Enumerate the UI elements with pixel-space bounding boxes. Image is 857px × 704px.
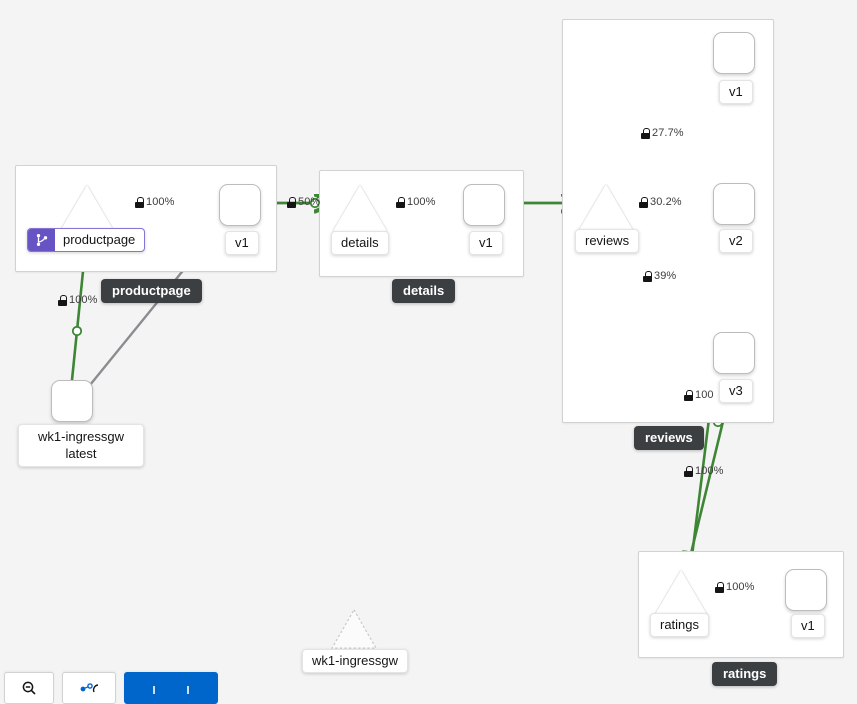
group-chip-reviews[interactable]: reviews: [634, 426, 704, 450]
edge-label-reviews-to-v2: 30.2%: [639, 196, 682, 208]
node-label-reviews-service: reviews: [575, 229, 640, 253]
edge-label-productpage-service-to-v1: 100%: [135, 196, 175, 208]
service-triangle-icon: [60, 185, 114, 231]
service-triangle-ghost-icon: [331, 609, 377, 649]
mtls-lock-icon: [58, 294, 67, 306]
node-details-v1[interactable]: [463, 184, 505, 226]
node-label-productpage-service[interactable]: productpage: [27, 228, 146, 252]
node-productpage-service[interactable]: [60, 185, 114, 233]
edge-label-ratings-service-to-v1: 100%: [715, 581, 755, 593]
node-label-ratings-service: ratings: [650, 613, 710, 637]
edge-label-reviews-to-v1: 27.7%: [641, 127, 684, 139]
node-label-reviews-v2: v2: [719, 229, 753, 253]
group-chip-ratings[interactable]: ratings: [712, 662, 778, 686]
node-label-productpage-v1: v1: [225, 231, 259, 255]
service-triangle-icon: [579, 184, 633, 230]
edge-label-reviews-to-v3: 39%: [643, 270, 676, 282]
node-label-wk1-ingressgw: wk1-ingressgw latest: [18, 424, 144, 467]
zoom-out-button[interactable]: [4, 672, 54, 704]
node-ratings-service[interactable]: [654, 570, 708, 618]
node-reviews-v1[interactable]: [713, 32, 755, 74]
fit-to-screen-icon: [63, 673, 115, 703]
node-drag-ghost-wk1-ingressgw[interactable]: [328, 606, 380, 657]
zoom-fit-button[interactable]: [62, 672, 116, 704]
node-productpage-v1[interactable]: [219, 184, 261, 226]
node-details-service[interactable]: [333, 185, 387, 233]
node-reviews-v3[interactable]: [713, 332, 755, 374]
group-chip-details[interactable]: details: [392, 279, 456, 303]
edge-label-reviews-v3-to-ratings: 100%: [684, 465, 724, 477]
edge-label-details-service-to-v1: 100%: [396, 196, 436, 208]
node-label-reviews-v1: v1: [719, 80, 753, 104]
graph-toolbar[interactable]: [0, 672, 218, 704]
zoom-out-icon: [5, 673, 53, 703]
primary-button-icon: [125, 673, 217, 703]
node-label-reviews-v3: v3: [719, 379, 753, 403]
service-triangle-icon: [333, 185, 387, 231]
node-reviews-v2[interactable]: [713, 183, 755, 225]
node-label-line2: latest: [65, 446, 97, 461]
mtls-lock-icon: [684, 389, 693, 401]
node-label-details-service: details: [331, 231, 389, 255]
mtls-lock-icon: [135, 196, 144, 208]
node-label-details-v1: v1: [469, 231, 503, 255]
node-reviews-service[interactable]: [579, 184, 633, 232]
mtls-lock-icon: [643, 270, 652, 282]
service-triangle-icon: [654, 570, 708, 616]
node-label-drag-ghost: wk1-ingressgw: [302, 649, 408, 673]
node-label-ratings-v1: v1: [791, 614, 825, 638]
primary-action-button[interactable]: [124, 672, 218, 704]
virtual-service-icon: [28, 229, 55, 251]
mtls-lock-icon: [396, 196, 405, 208]
edge-label-ingressgw-to-productpage: 100%: [58, 294, 98, 306]
node-label-text: productpage: [63, 232, 136, 247]
node-wk1-ingressgw[interactable]: [51, 380, 93, 422]
edge-label-reviews-v2-to-ratings: 100: [684, 389, 714, 401]
mtls-lock-icon: [639, 196, 648, 208]
mtls-lock-icon: [715, 581, 724, 593]
node-ratings-v1[interactable]: [785, 569, 827, 611]
mtls-lock-icon: [641, 127, 650, 139]
node-label-line1: wk1-ingressgw: [38, 429, 124, 444]
mtls-lock-icon: [684, 465, 693, 477]
mtls-lock-icon: [287, 196, 296, 208]
edge-label-productpage-v1-to-details: 50%: [287, 196, 320, 208]
group-chip-productpage[interactable]: productpage: [101, 279, 202, 303]
